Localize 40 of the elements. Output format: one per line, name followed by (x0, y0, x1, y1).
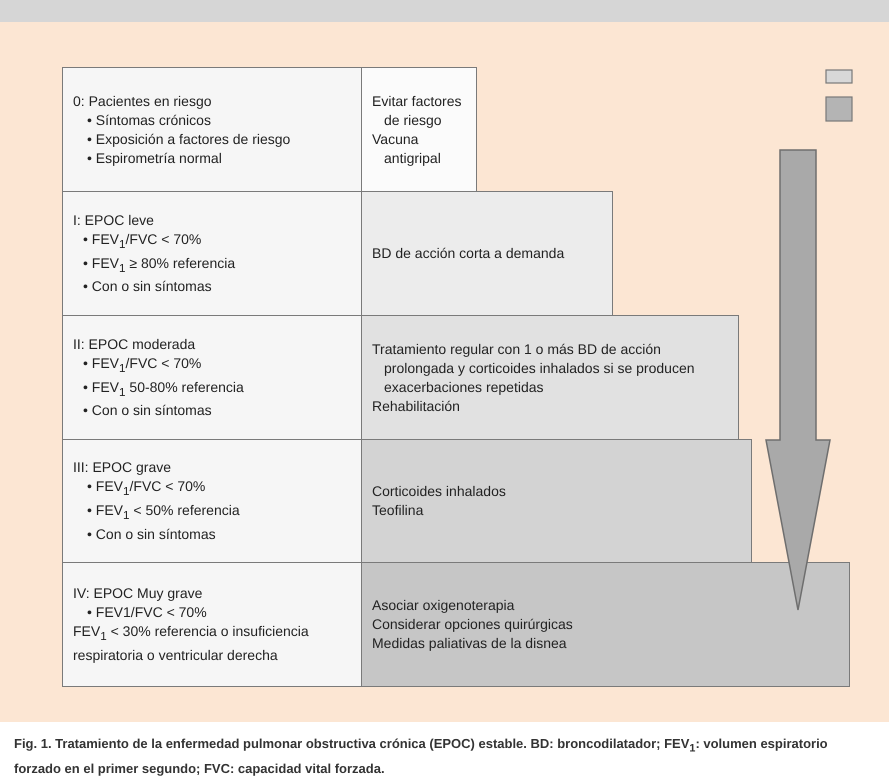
treatment-text: Considerar opciones quirúrgicas (372, 615, 574, 634)
treatment-cell (361, 315, 739, 440)
criterion-text: • Síntomas crónicos (86, 110, 212, 130)
stage-cell (62, 439, 363, 563)
criterion-text: • Exposición a factores de riesgo (86, 130, 292, 148)
stage-heading: III: EPOC grave (73, 458, 172, 478)
criterion-text: • Con o sin síntomas (82, 277, 213, 296)
figure-caption: Fig. 1. Tratamiento de la enfermedad pulmonar obstructiva crónica (EPOC) estable. BD: broncodilatador; FEV$_{1}$: volumen espiratorio forzado en el primer segundo; FVC: capacidad vital forzada. (14, 735, 829, 778)
criterion-text: • Con o sin síntomas (86, 524, 217, 544)
treatment-text: Corticoides inhalados (372, 482, 507, 501)
criterion-text: • Con o sin síntomas (82, 401, 213, 420)
stage-cell (62, 315, 363, 440)
treatment-text: Teofilina (372, 501, 424, 520)
treatment-text: Medidas paliativas de la disnea (372, 634, 568, 653)
treatment-cell (361, 67, 477, 192)
criterion-text: • FEV$_{1}$ 50-80% referencia (82, 378, 245, 400)
stage-cell (62, 67, 363, 192)
stage-heading: II: EPOC moderada (73, 334, 196, 354)
criterion-text: • FEV$_{1}$ ≥ 80% referencia (82, 254, 236, 276)
criterion-text: • FEV$_{1}$/FVC < 70% (82, 230, 202, 252)
treatment-cell (361, 562, 850, 687)
treatment-cell (361, 191, 613, 316)
criterion-text: • FEV$_{1}$ < 50% referencia (86, 501, 241, 524)
treatment-text: Rehabilitación (372, 396, 461, 416)
treatment-text: BD de acción corta a demanda (372, 244, 566, 263)
stage-cell (62, 562, 363, 687)
treatment-text: Tratamiento regular con 1 o más BD de acción prolongada y corticoides inhalados si se producen exacerbaciones repetidas (372, 340, 696, 396)
criterion-text: • FEV$_{1}$/FVC < 70% (82, 354, 202, 376)
stage-cell (62, 191, 363, 316)
stage-heading: I: EPOC leve (73, 210, 155, 230)
treatment-text: Vacuna antigripal (372, 130, 442, 168)
criterion-text: • Espirometría normal (86, 148, 223, 168)
stage-heading: IV: EPOC Muy grave (73, 584, 204, 604)
criterion-text: • FEV$_{1}$/FVC < 70% (86, 477, 206, 500)
treatment-cell (361, 439, 752, 563)
treatment-text: Asociar oxigenoterapia (372, 596, 516, 615)
criterion-text: • FEV1/FVC < 70% (86, 603, 208, 622)
criterion-text: FEV$_{1}$ < 30% referencia o insuficiencia respiratoria o ventricular derecha (73, 622, 310, 665)
treatment-text: Evitar factores de riesgo (372, 92, 462, 130)
stage-heading: 0: Pacientes en riesgo (73, 92, 213, 110)
